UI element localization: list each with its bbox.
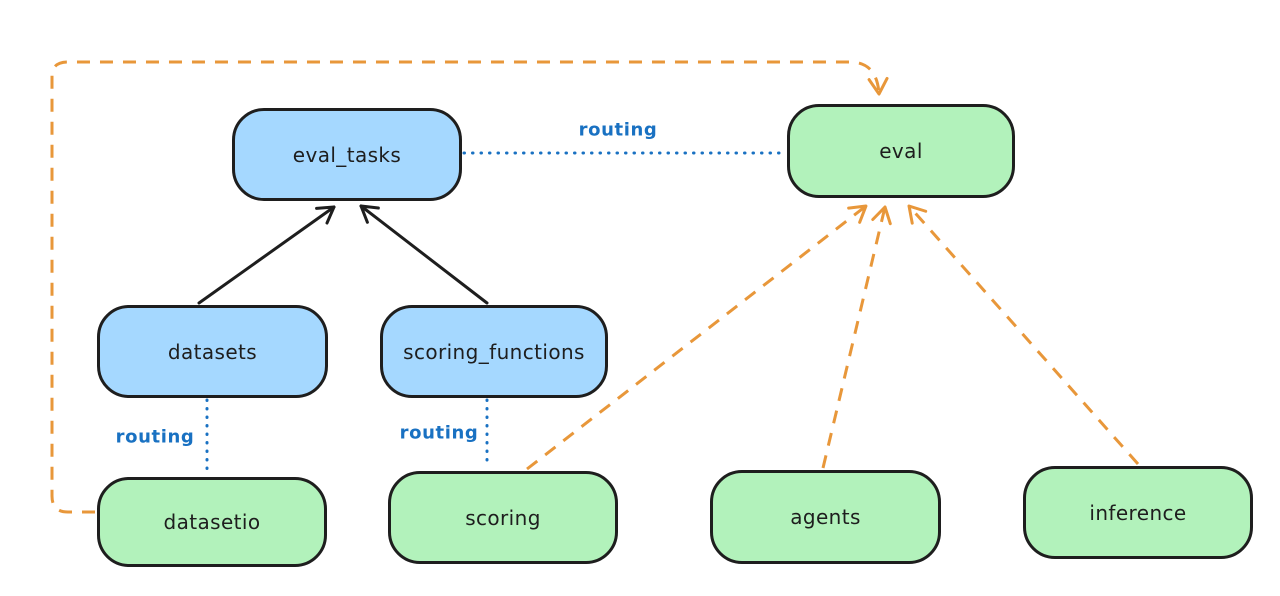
edge-scoring-to-eval — [526, 204, 868, 471]
edge-inference-to-eval — [907, 204, 1140, 465]
edge-agents-to-eval — [821, 205, 892, 469]
edge-scoring_functions-to-eval_tasks — [359, 204, 489, 305]
edge-datasetio-to-eval-loop — [50, 60, 889, 514]
edge-datasets-to-eval_tasks — [197, 205, 336, 305]
